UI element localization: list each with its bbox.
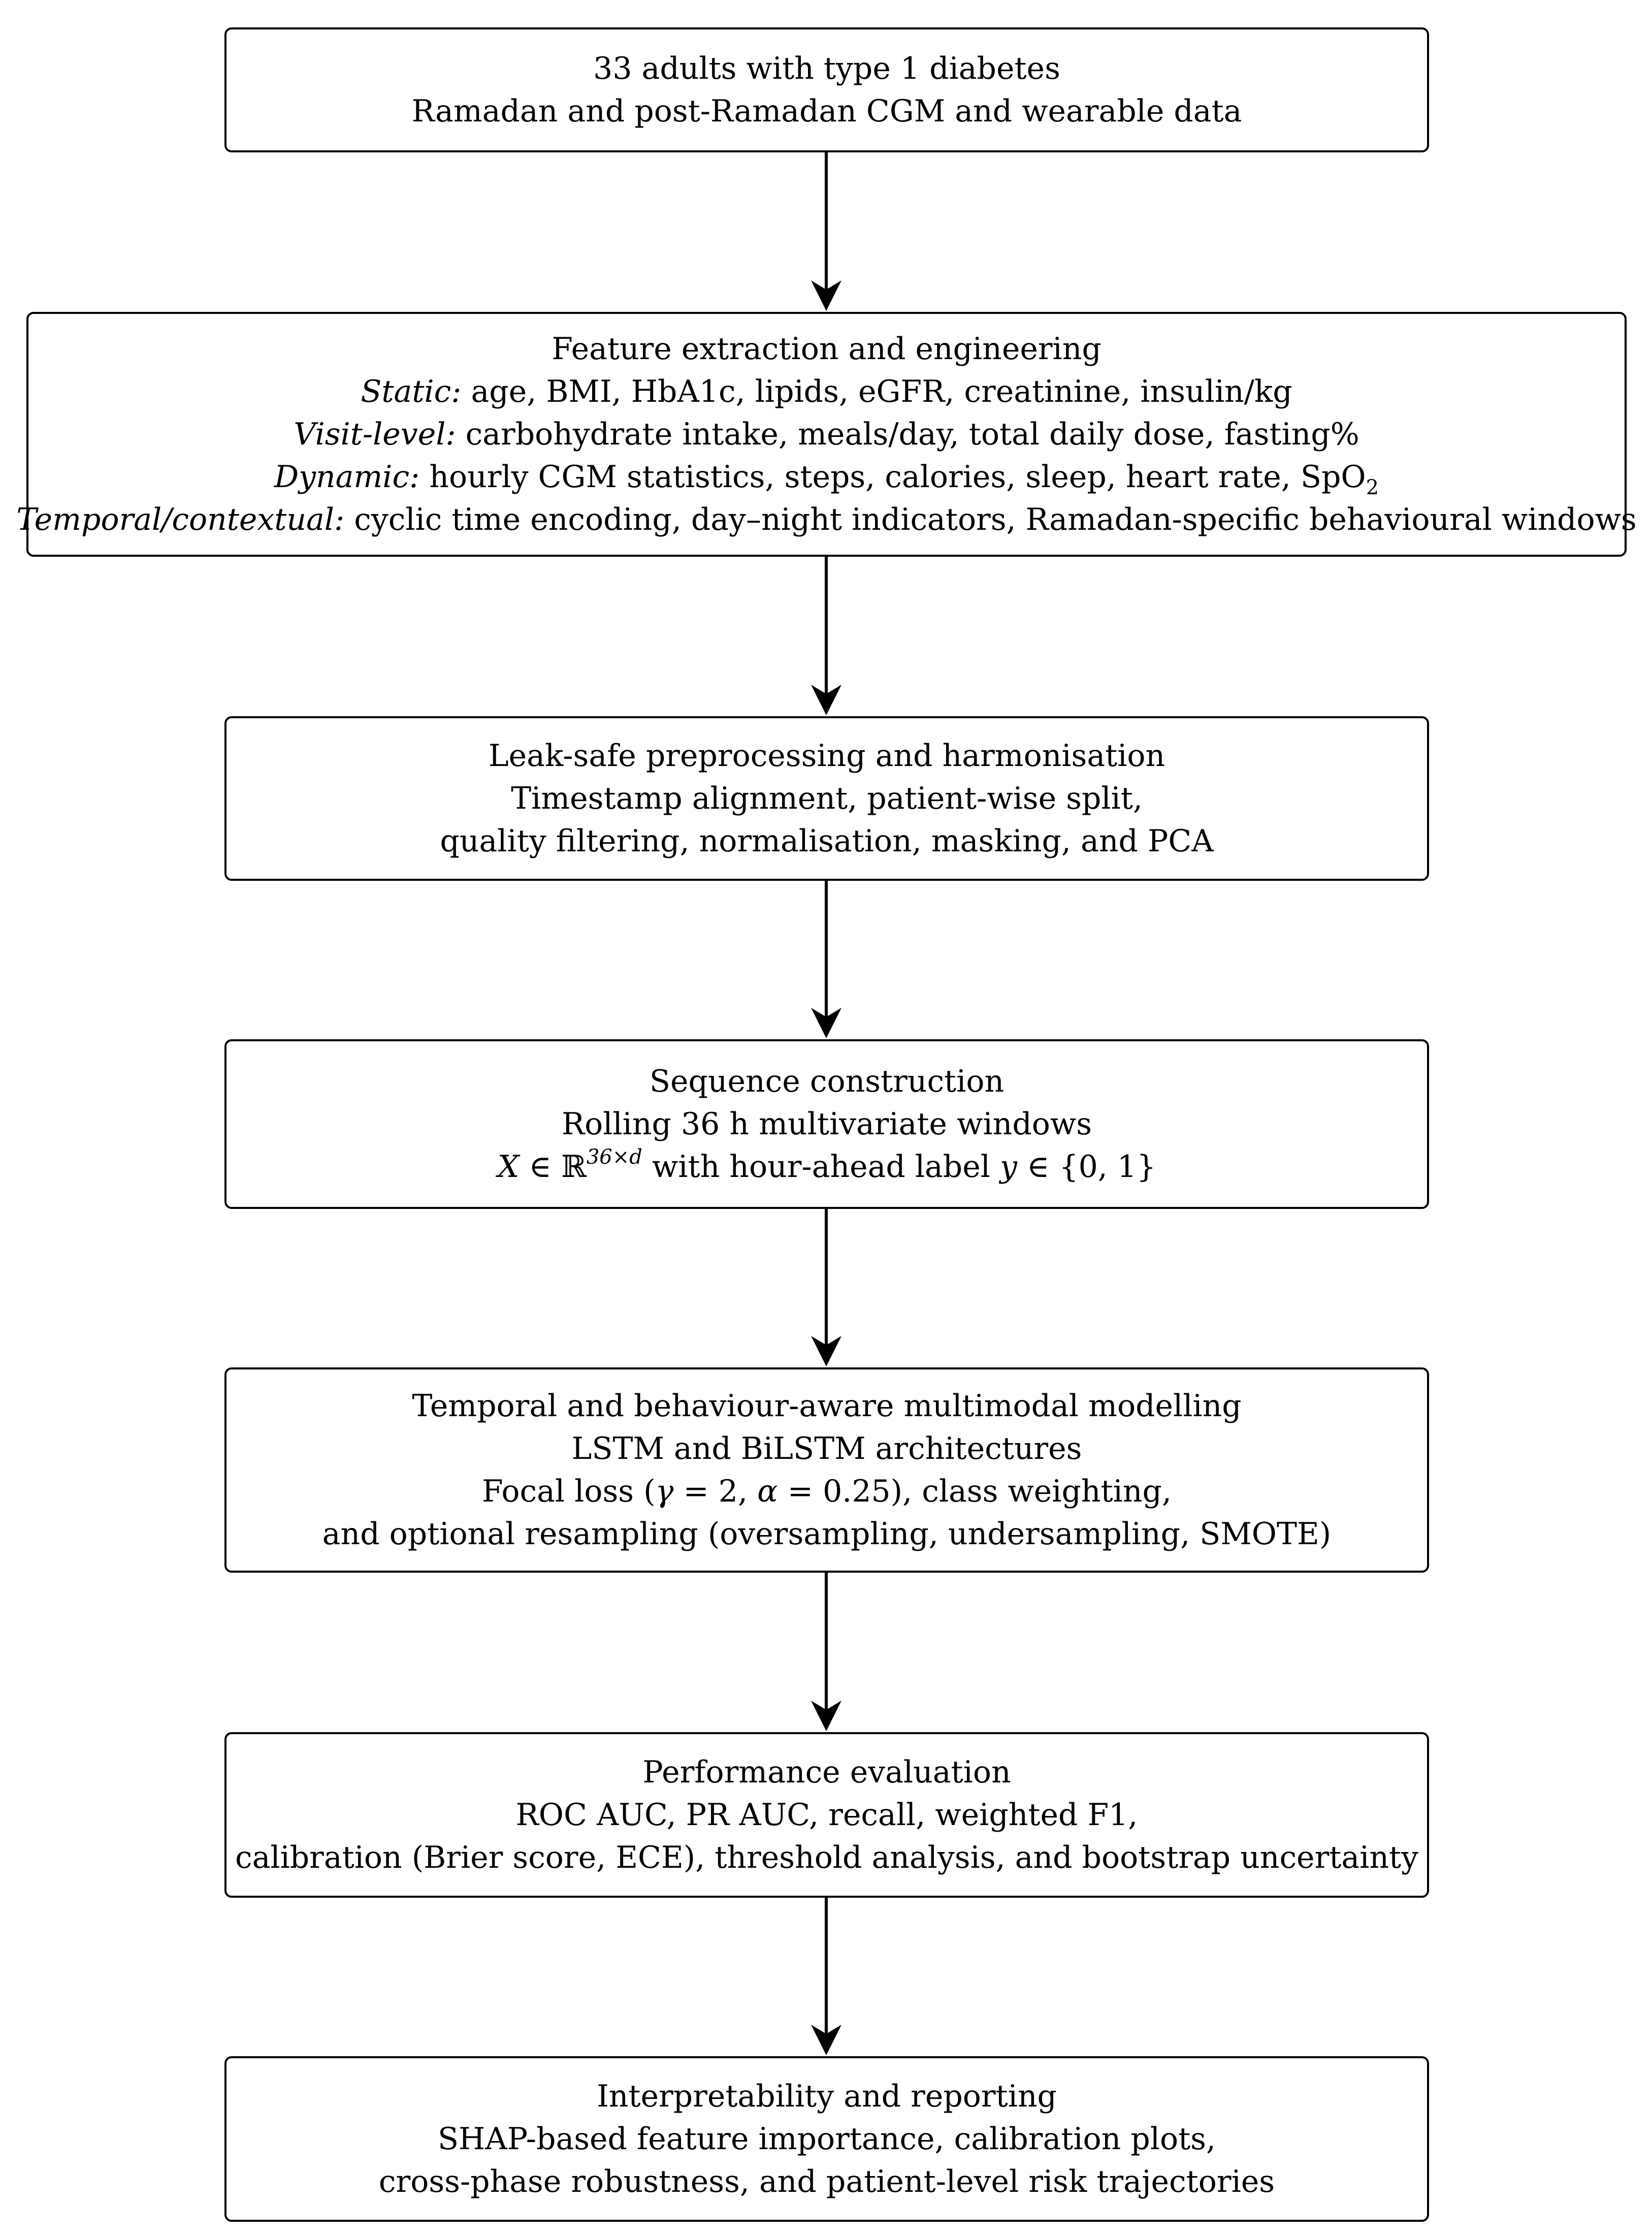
focal-pre: Focal loss ( [482, 1474, 656, 1509]
dynamic-features-line: Dynamic: hourly CGM statistics, steps, c… [274, 456, 1379, 498]
dynamic-label: Dynamic: [274, 459, 420, 495]
box-preprocessing: Leak-safe preprocessing and harmonisatio… [224, 716, 1429, 881]
box-title: Leak-safe preprocessing and harmonisatio… [488, 738, 1165, 774]
math-in-reals: ∈ ℝ [519, 1149, 587, 1185]
math-x: X [497, 1149, 520, 1185]
box-title: Sequence construction [649, 1064, 1005, 1099]
temporal-label: Temporal/contextual: [16, 502, 345, 537]
box-data-collection: 33 adults with type 1 diabetes Ramadan a… [224, 27, 1429, 152]
box-line: cross-phase robustness, and patient-leve… [378, 2164, 1275, 2199]
box-line: SHAP-based feature importance, calibrati… [437, 2121, 1216, 2157]
math-mid-text: with hour-ahead label [642, 1149, 1000, 1185]
box-line: Timestamp alignment, patient-wise split, [511, 781, 1143, 816]
box-title: Performance evaluation [642, 1754, 1011, 1790]
dynamic-subscript: 2 [1366, 476, 1379, 499]
box-line: calibration (Brier score, ECE), threshol… [235, 1840, 1418, 1875]
box-sequence-construction: Sequence construction Rolling 36 h multi… [224, 1039, 1429, 1209]
box-interpretability: Interpretability and reporting SHAP-base… [224, 2056, 1429, 2222]
visit-features-line: Visit-level: carbohydrate intake, meals/… [294, 413, 1359, 456]
box-title: Feature extraction and engineering [552, 331, 1102, 367]
box-line: LSTM and BiLSTM architectures [571, 1431, 1082, 1466]
temporal-features-line: Temporal/contextual: cyclic time encodin… [16, 498, 1636, 541]
focal-mid: = 2, [673, 1474, 758, 1509]
math-superscript: 36×d [586, 1145, 642, 1169]
box-modelling: Temporal and behaviour-aware multimodal … [224, 1367, 1429, 1573]
box-line: Rolling 36 h multivariate windows [561, 1106, 1092, 1142]
focal-alpha: α [757, 1474, 778, 1509]
box-title: Interpretability and reporting [597, 2079, 1057, 2114]
static-features-line: Static: age, BMI, HbA1c, lipids, eGFR, c… [361, 370, 1292, 413]
box-title: Temporal and behaviour-aware multimodal … [412, 1388, 1242, 1424]
focal-loss-line: Focal loss (γ = 2, α = 0.25), class weig… [482, 1470, 1172, 1513]
static-label: Static: [361, 374, 462, 409]
focal-post: = 0.25), class weighting, [778, 1474, 1172, 1509]
math-y: y [999, 1149, 1017, 1185]
visit-label: Visit-level: [294, 417, 456, 452]
visit-text: carbohydrate intake, meals/day, total da… [456, 417, 1359, 452]
box-feature-extraction: Feature extraction and engineering Stati… [16, 312, 1637, 557]
box-line: ROC AUC, PR AUC, recall, weighted F1, [515, 1797, 1138, 1833]
temporal-text: cyclic time encoding, day–night indicato… [344, 502, 1637, 537]
box-evaluation: Performance evaluation ROC AUC, PR AUC, … [224, 1732, 1429, 1898]
focal-gamma: γ [655, 1474, 674, 1509]
box-line: Ramadan and post-Ramadan CGM and wearabl… [411, 93, 1242, 129]
box-line: and optional resampling (oversampling, u… [322, 1516, 1332, 1552]
math-set: ∈ {0, 1} [1017, 1149, 1156, 1185]
math-line: X ∈ ℝ36×d with hour-ahead label y ∈ {0, … [498, 1145, 1156, 1188]
box-line: 33 adults with type 1 diabetes [593, 51, 1060, 86]
box-line: quality filtering, normalisation, maskin… [440, 823, 1214, 859]
static-text: age, BMI, HbA1c, lipids, eGFR, creatinin… [461, 374, 1292, 409]
dynamic-text: hourly CGM statistics, steps, calories, … [419, 459, 1366, 495]
